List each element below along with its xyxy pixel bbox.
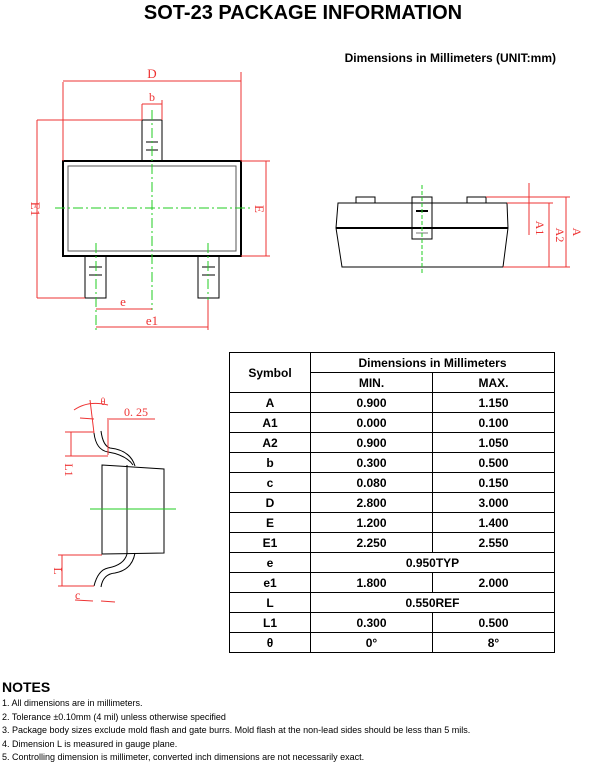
- side-view-drawing: [335, 183, 570, 275]
- symbol-cell: A1: [229, 412, 311, 433]
- label-e: e: [120, 294, 126, 309]
- symbol-cell: A2: [229, 432, 311, 453]
- top-view-drawing: [36, 72, 270, 330]
- max-cell: 0.150: [432, 472, 555, 493]
- symbol-cell: θ: [229, 632, 311, 653]
- label-A2: A2: [553, 228, 567, 243]
- label-e1: e1: [146, 313, 158, 328]
- label-gauge-0-25: 0. 25: [124, 405, 148, 419]
- min-cell: 0°: [310, 632, 433, 653]
- max-cell: 2.550: [432, 532, 555, 553]
- typ-cell: 0.950TYP: [310, 552, 555, 573]
- label-E1: E1: [28, 202, 43, 216]
- label-b: b: [149, 90, 155, 104]
- label-L1: L1: [62, 463, 76, 476]
- page-title: SOT-23 PACKAGE INFORMATION: [143, 2, 463, 24]
- min-cell: 0.000: [310, 412, 433, 433]
- symbol-cell: b: [229, 452, 311, 473]
- label-A: A: [570, 228, 584, 237]
- notes-heading: NOTES: [2, 679, 51, 695]
- note-item: 4. Dimension L is measured in gauge plan…: [2, 738, 178, 749]
- min-header: MIN.: [310, 372, 433, 393]
- note-item: 3. Package body sizes exclude mold flash…: [2, 725, 471, 736]
- label-c: c: [75, 588, 80, 602]
- max-cell: 1.050: [432, 432, 555, 453]
- min-cell: 2.800: [310, 492, 433, 513]
- max-header: MAX.: [432, 372, 555, 393]
- max-cell: 0.500: [432, 612, 555, 633]
- symbol-cell: e: [229, 552, 311, 573]
- min-cell: 0.080: [310, 472, 433, 493]
- min-cell: 2.250: [310, 532, 433, 553]
- symbol-cell: A: [229, 392, 311, 413]
- note-item: 1. All dimensions are in millimeters.: [2, 698, 143, 708]
- min-cell: 1.800: [310, 572, 433, 593]
- symbol-header: Symbol: [229, 352, 311, 393]
- package-drawings: D b E1 E e e1 A1 A2 A: [28, 66, 584, 603]
- max-cell: 1.400: [432, 512, 555, 533]
- symbol-cell: L1: [229, 612, 311, 633]
- symbol-cell: c: [229, 472, 311, 493]
- notes-section: NOTES 1. All dimensions are in millimete…: [2, 679, 470, 765]
- symbol-cell: E1: [229, 532, 311, 553]
- min-cell: 1.200: [310, 512, 433, 533]
- label-L: L: [51, 567, 65, 574]
- label-A1: A1: [533, 221, 547, 236]
- min-cell: 0.900: [310, 392, 433, 413]
- max-cell: 0.100: [432, 412, 555, 433]
- max-cell: 1.150: [432, 392, 555, 413]
- dimensions-header: Dimensions in Millimeters: [310, 352, 555, 373]
- label-E: E: [252, 205, 267, 213]
- max-cell: 3.000: [432, 492, 555, 513]
- typ-cell: 0.550REF: [310, 592, 555, 613]
- max-cell: 2.000: [432, 572, 555, 593]
- symbol-cell: E: [229, 512, 311, 533]
- min-cell: 0.300: [310, 452, 433, 473]
- symbol-cell: L: [229, 592, 311, 613]
- dimensions-table: Symbol Dimensions in Millimeters MIN. MA…: [229, 352, 555, 653]
- label-D: D: [147, 66, 156, 81]
- lead-detail-drawing: [58, 399, 176, 603]
- note-item: 5. Controlling dimension is millimeter, …: [2, 752, 365, 763]
- max-cell: 0.500: [432, 452, 555, 473]
- label-theta: θ: [101, 397, 106, 408]
- min-cell: 0.900: [310, 432, 433, 453]
- note-item: 2. Tolerance ±0.10mm (4 mil) unless othe…: [2, 711, 226, 722]
- max-cell: 8°: [432, 632, 555, 653]
- units-subtitle: Dimensions in Millimeters (UNIT:mm): [344, 51, 556, 65]
- symbol-cell: e1: [229, 572, 311, 593]
- min-cell: 0.300: [310, 612, 433, 633]
- symbol-cell: D: [229, 492, 311, 513]
